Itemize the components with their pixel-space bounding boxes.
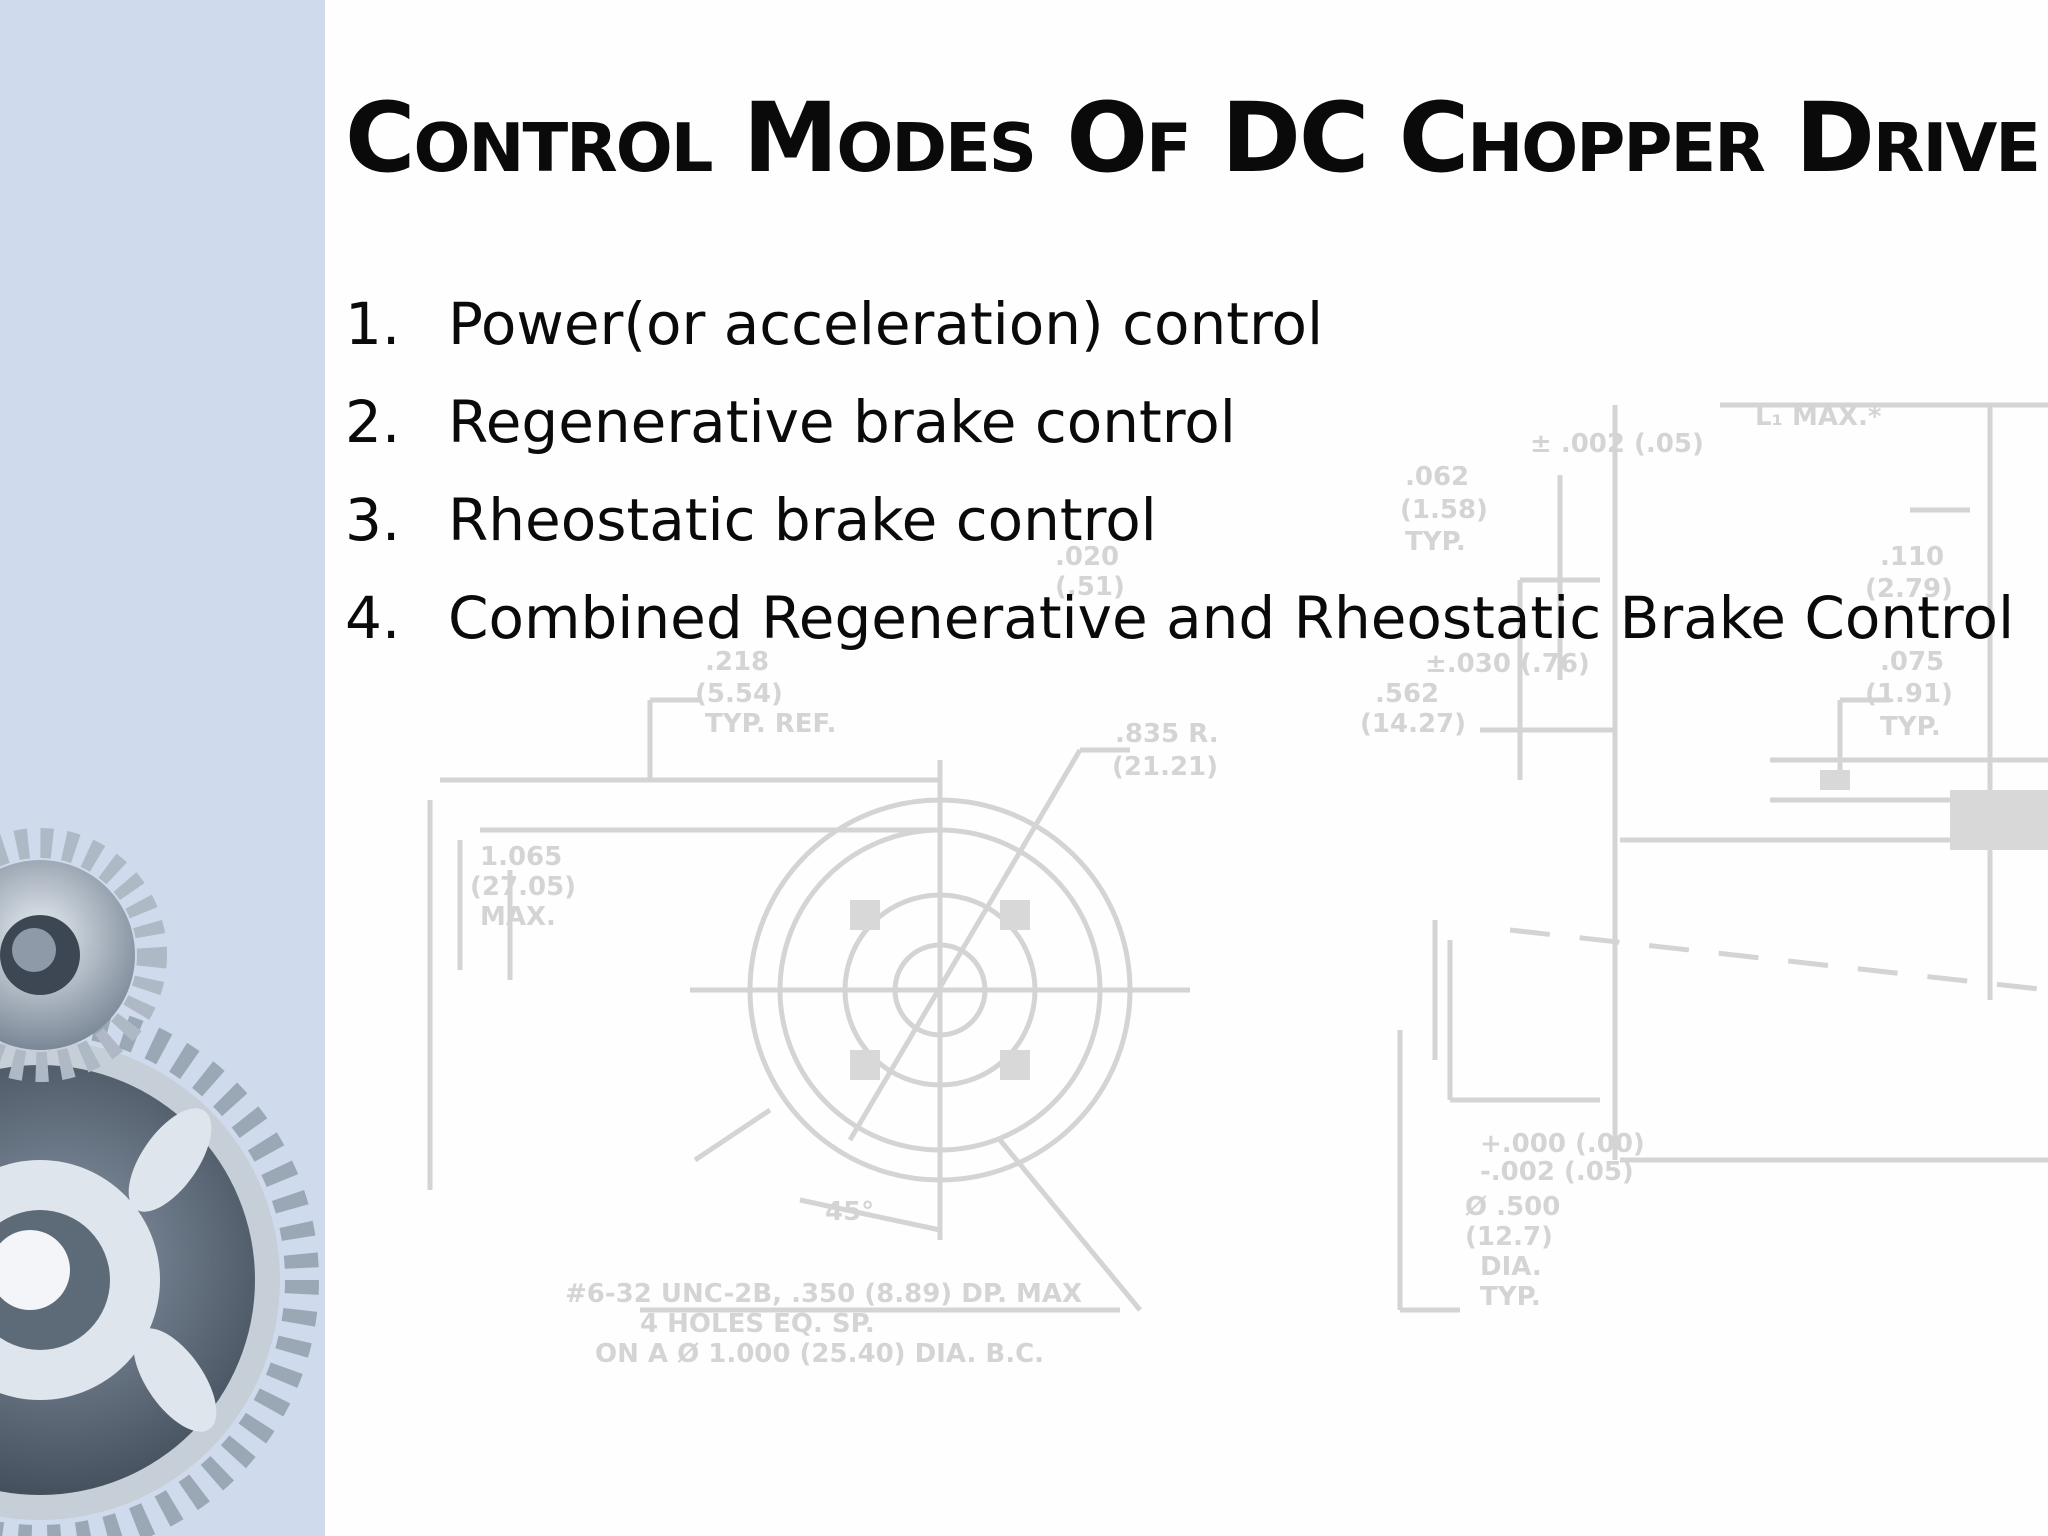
- dim-label-24: 45°: [825, 1197, 874, 1227]
- list-item-number: 1.: [345, 290, 401, 358]
- list-item-label: Combined Regenerative and Rheostatic Bra…: [448, 584, 2015, 652]
- dim-label-5: .020: [1055, 542, 1119, 572]
- dim-label-16: .562: [1375, 679, 1439, 709]
- dim-label-14: MAX.: [480, 902, 556, 932]
- list-item-number: 3.: [345, 486, 401, 554]
- list-item-label: Rheostatic brake control: [448, 486, 1157, 554]
- dim-label-30: TYP.: [1480, 1282, 1541, 1312]
- dim-label-18: L₁ MAX.*: [1755, 402, 1882, 432]
- list-item: 2. Regenerative brake control: [345, 386, 2014, 484]
- dim-label-23: TYP.: [1880, 712, 1941, 742]
- dim-label-25: +.000 (.00): [1480, 1129, 1645, 1159]
- dim-label-2: .062: [1405, 462, 1469, 492]
- dim-label-9: TYP. REF.: [705, 709, 836, 739]
- dim-label-28: (12.7): [1465, 1222, 1553, 1252]
- slide-title: Control Modes Of DC Chopper Drive: [345, 82, 2041, 194]
- list-item-label: Power(or acceleration) control: [448, 290, 1324, 358]
- dim-label-20: (2.79): [1865, 574, 1953, 604]
- dim-label-12: 1.065: [480, 842, 562, 872]
- list-item-label: Regenerative brake control: [448, 388, 1236, 456]
- dim-label-15: ±.030 (.76): [1425, 649, 1590, 679]
- dim-label-17: (14.27): [1360, 709, 1466, 739]
- dim-label-3: (1.58): [1400, 495, 1488, 525]
- control-modes-list: 1. Power(or acceleration) control 2. Reg…: [345, 288, 2014, 680]
- list-item-number: 2.: [345, 388, 401, 456]
- dim-label-11: (21.21): [1112, 752, 1218, 782]
- dim-label-10: .835 R.: [1115, 719, 1219, 749]
- dim-label-8: (5.54): [695, 679, 783, 709]
- dim-label-33: ON A Ø 1.000 (25.40) DIA. B.C.: [595, 1339, 1044, 1369]
- dim-label-32: 4 HOLES EQ. SP.: [640, 1309, 875, 1339]
- dim-label-1: ± .002 (.05): [1530, 429, 1704, 459]
- gears-illustration: [0, 828, 319, 1536]
- dim-label-4: TYP.: [1405, 527, 1466, 557]
- dim-label-26: -.002 (.05): [1480, 1157, 1634, 1187]
- motor-drawing-illustration: ± .002 (.05) .062 (1.58) TYP. .020 (.51)…: [427, 402, 2048, 1369]
- dim-label-29: DIA.: [1480, 1252, 1542, 1282]
- list-item: 1. Power(or acceleration) control: [345, 288, 2014, 386]
- dim-label-21: .075: [1880, 647, 1944, 677]
- dim-label-31: #6-32 UNC-2B, .350 (8.89) DP. MAX: [565, 1279, 1082, 1309]
- dim-label-13: (27.05): [470, 872, 576, 902]
- dim-label-22: (1.91): [1865, 679, 1953, 709]
- dim-label-19: .110: [1880, 542, 1944, 572]
- list-item: 3. Rheostatic brake control: [345, 484, 2014, 582]
- dim-label-6: (.51): [1055, 572, 1125, 602]
- list-item-number: 4.: [345, 584, 401, 652]
- dim-label-7: .218: [705, 647, 769, 677]
- list-item: 4. Combined Regenerative and Rheostatic …: [345, 582, 2014, 680]
- dim-label-27: Ø .500: [1465, 1192, 1560, 1222]
